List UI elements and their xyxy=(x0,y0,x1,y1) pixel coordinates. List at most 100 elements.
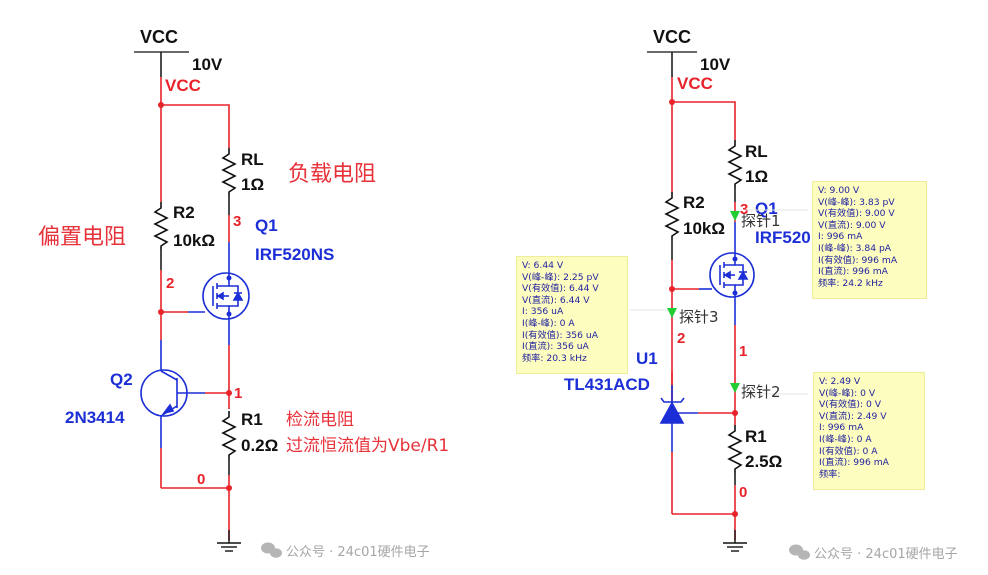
watermark-text: 公众号 · 24c01硬件电子 xyxy=(286,545,430,560)
r1-value: 2.5Ω xyxy=(745,452,782,471)
rl-name: RL xyxy=(241,150,264,169)
note-bias-resistor: 偏置电阻 xyxy=(38,225,126,250)
reading: V(有效值): 0 V xyxy=(819,399,882,411)
junction-dot xyxy=(158,102,164,108)
junction-dot xyxy=(226,275,232,281)
r2-value: 10kΩ xyxy=(173,231,215,250)
node-2: 2 xyxy=(677,330,685,347)
q1-part: IRF520NS xyxy=(255,245,334,264)
reading: V(直流): 6.44 V xyxy=(522,294,590,306)
bjt-q2 xyxy=(140,340,205,448)
rl-name: RL xyxy=(745,142,768,161)
reading: V(直流): 2.49 V xyxy=(819,410,887,422)
reading: I: 356 uA xyxy=(522,306,564,318)
junction-dot xyxy=(732,290,738,296)
note-formula: 过流恒流值为Vbe/R1 xyxy=(286,436,449,456)
tl431-u1 xyxy=(659,385,698,452)
probe-2-label: 探针2 xyxy=(741,383,781,401)
r1-name: R1 xyxy=(745,427,767,446)
reading: I(峰-峰): 0 A xyxy=(819,433,872,445)
q2-part: 2N3414 xyxy=(65,408,125,427)
r2-name: R2 xyxy=(683,193,705,212)
wire-vcc xyxy=(671,77,736,140)
junction-dot xyxy=(226,485,232,491)
probe-1-readout: V: 9.00 V V(峰-峰): 3.83 pV V(有效值): 9.00 V… xyxy=(812,181,927,299)
resistor-rl xyxy=(728,139,742,189)
reading: V(峰-峰): 0 V xyxy=(819,387,876,399)
reading: I(有效值): 356 uA xyxy=(522,329,599,341)
watermark-right: 公众号 · 24c01硬件电子 xyxy=(789,544,958,562)
reading: V: 6.44 V xyxy=(522,260,564,271)
resistor-rl xyxy=(222,147,236,197)
watermark-text: 公众号 · 24c01硬件电子 xyxy=(814,547,958,562)
node-1: 1 xyxy=(739,343,747,360)
junction-dot xyxy=(226,390,232,396)
reading: V(有效值): 9.00 V xyxy=(818,208,895,220)
probe-1-label: 探针1 xyxy=(741,212,781,230)
note-sense-resistor: 检流电阻 xyxy=(286,410,354,430)
probe-3-readout: V: 6.44 V V(峰-峰): 2.25 pV V(有效值): 6.44 V… xyxy=(516,256,628,374)
ground-icon xyxy=(217,530,241,552)
q1-name: Q1 xyxy=(255,216,278,235)
vcc-net-label: VCC xyxy=(677,74,713,93)
junction-dot xyxy=(669,99,675,105)
r1-name: R1 xyxy=(241,410,263,429)
junction-dot xyxy=(732,256,738,262)
reading: I(有效值): 996 mA xyxy=(818,254,898,266)
reading: I(直流): 356 uA xyxy=(522,341,589,353)
node-3: 3 xyxy=(233,213,241,230)
reading: V(直流): 9.00 V xyxy=(818,219,886,231)
reading: 频率: xyxy=(819,468,841,480)
left-circuit: VCC 10V VCC RL 1Ω 负载电阻 3 Q1 IRF520NS R2 … xyxy=(38,27,449,552)
q2-name: Q2 xyxy=(110,370,133,389)
r2-name: R2 xyxy=(173,203,195,222)
node-2: 2 xyxy=(166,275,174,292)
r2-value: 10kΩ xyxy=(683,219,725,238)
node-0: 0 xyxy=(739,484,747,501)
vcc-net-label: VCC xyxy=(165,76,201,95)
wechat-icon xyxy=(261,542,282,558)
mosfet-q1 xyxy=(709,252,755,325)
vcc-value: 10V xyxy=(700,55,731,74)
reading: I(直流): 996 mA xyxy=(818,266,888,278)
reading: V: 2.49 V xyxy=(819,376,861,387)
probe-3-label: 探针3 xyxy=(679,308,719,326)
u1-part: TL431ACD xyxy=(564,375,650,394)
reading: I(峰-峰): 3.84 pA xyxy=(818,242,892,254)
reading: 频率: 24.2 kHz xyxy=(818,277,883,289)
reading: I(峰-峰): 0 A xyxy=(522,317,575,329)
resistor-r2 xyxy=(154,201,168,251)
right-circuit: VCC 10V VCC RL 1Ω 3 Q1 IRF520 R2 10kΩ 2 xyxy=(564,27,811,552)
q1-name: Q1 xyxy=(755,199,778,218)
wechat-icon xyxy=(789,544,810,560)
probe-2-readout: V: 2.49 V V(峰-峰): 0 V V(有效值): 0 V V(直流):… xyxy=(813,372,925,490)
node-1: 1 xyxy=(234,385,242,402)
reading: I: 996 mA xyxy=(818,231,863,243)
resistor-r1 xyxy=(728,424,742,474)
junction-dot xyxy=(226,311,232,317)
mosfet-q1 xyxy=(202,242,250,345)
r1-value: 0.2Ω xyxy=(241,436,278,455)
reading: I(直流): 996 mA xyxy=(819,457,889,469)
probe-2-icon[interactable] xyxy=(730,383,740,393)
probe-3-icon[interactable] xyxy=(667,308,677,318)
vcc-label: VCC xyxy=(653,27,691,47)
reading: V(峰-峰): 3.83 pV xyxy=(818,196,895,208)
reading: V: 9.00 V xyxy=(818,185,860,196)
node-3: 3 xyxy=(740,201,748,218)
reading: I: 996 mA xyxy=(819,422,864,434)
note-load-resistor: 负载电阻 xyxy=(288,162,376,187)
vcc-value: 10V xyxy=(192,55,223,74)
probe-1-icon[interactable] xyxy=(730,211,740,221)
resistor-r1 xyxy=(222,410,236,460)
rl-value: 1Ω xyxy=(745,167,768,186)
junction-dot xyxy=(732,410,738,416)
ground-icon xyxy=(723,530,747,552)
reading: V(有效值): 6.44 V xyxy=(522,283,599,295)
rl-value: 1Ω xyxy=(241,175,264,194)
reading: I(有效值): 0 A xyxy=(819,445,878,457)
u1-name: U1 xyxy=(636,349,658,368)
vcc-label: VCC xyxy=(140,27,178,47)
junction-dot xyxy=(732,511,738,517)
